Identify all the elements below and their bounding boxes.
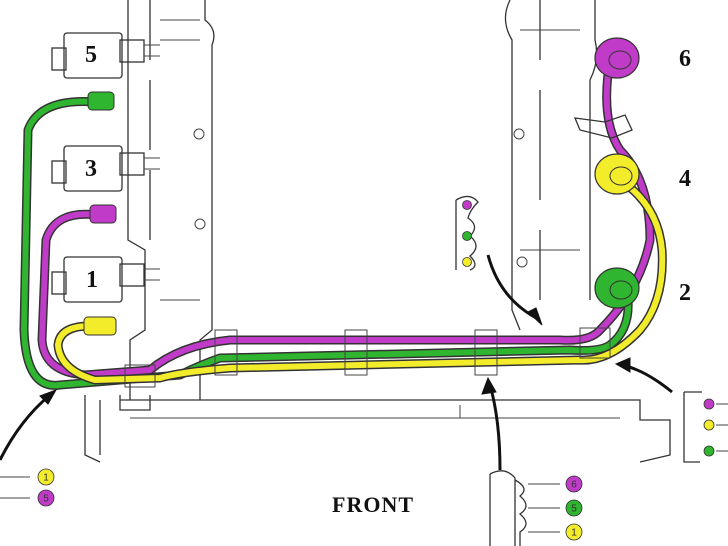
boot-coil-1-yellow — [83, 316, 117, 336]
boot-coil-5-green — [87, 91, 115, 111]
clip-dot-label-1: 1 — [43, 473, 49, 484]
wire-harness — [19, 55, 667, 390]
harness-clips — [124, 327, 611, 388]
clip-dot-label-6: 6 — [571, 480, 577, 491]
clip-detail-upper — [455, 195, 479, 271]
engine-block-left — [127, 0, 215, 400]
coil-pack-1 — [51, 256, 160, 303]
plug-4-yellow — [594, 153, 640, 195]
callout-arrows — [0, 254, 673, 471]
clip-detail-bottom-center: 6 5 1 — [489, 470, 583, 546]
cylinder-label-1: 1 — [86, 267, 98, 293]
cylinder-label-6: 6 — [679, 46, 691, 72]
coil-pack-5 — [51, 32, 160, 79]
cylinder-label-4: 4 — [679, 166, 691, 192]
cylinder-label-5: 5 — [85, 42, 97, 68]
clip-detail-right — [683, 391, 728, 463]
clip-dot-label-1b: 1 — [571, 528, 577, 539]
engine-base — [84, 395, 671, 463]
cylinder-label-3: 3 — [85, 156, 97, 182]
clip-dot-label-5: 5 — [43, 494, 49, 505]
plug-2-green — [594, 267, 640, 309]
engine-block-right — [504, 0, 598, 331]
clip-detail-bottom-left: 1 5 — [0, 468, 55, 507]
wire-bracket-right — [573, 114, 633, 139]
clip-dot-label-5b: 5 — [571, 504, 577, 515]
plug-6-magenta — [594, 37, 640, 79]
boot-coil-3-magenta — [89, 204, 117, 224]
cylinder-label-2: 2 — [679, 280, 691, 306]
coil-pack-3 — [51, 145, 160, 192]
front-label: FRONT — [332, 492, 414, 517]
